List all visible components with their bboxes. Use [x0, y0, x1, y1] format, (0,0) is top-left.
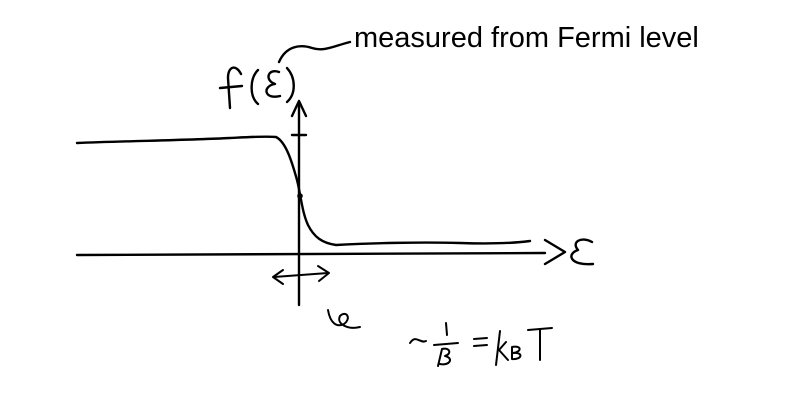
energy-axis [75, 238, 567, 266]
width-relation-glyphs [409, 322, 553, 367]
f-axis [290, 99, 308, 307]
fermi-level-point [297, 193, 303, 199]
annotation-connector [277, 40, 352, 64]
width-double-arrow [272, 265, 330, 285]
fermi-function-curve [75, 135, 532, 247]
f-of-epsilon-label [218, 66, 295, 110]
fermi-level-annotation: measured from Fermi level [354, 22, 699, 54]
epsilon-axis-label [570, 238, 595, 266]
width-epsilon-glyph [327, 309, 361, 329]
